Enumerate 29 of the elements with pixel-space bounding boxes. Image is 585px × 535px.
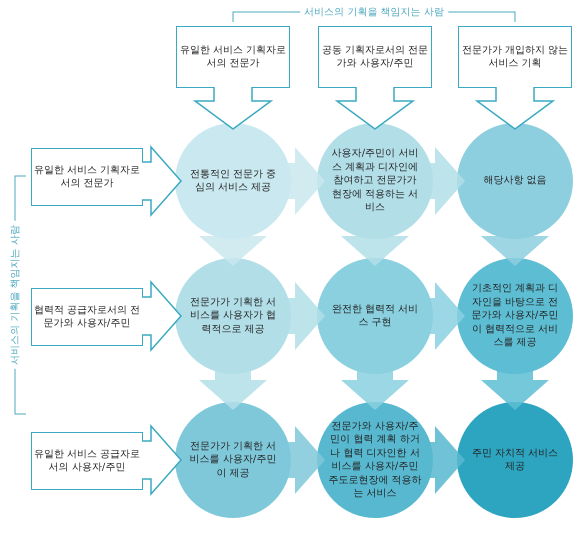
outline-arrow [474, 86, 556, 130]
box-text: 유일한 서비스 기획자로서의 전문가 [178, 44, 288, 70]
role-box [458, 26, 572, 88]
role-box [31, 148, 143, 206]
circle-text: 해당사항 없음 [483, 174, 547, 188]
outline-arrow [141, 424, 182, 496]
circle-text: 완전한 협력적 서비스 구현 [330, 302, 420, 330]
axis-heading: 서비스의 기획을 책임지는 사람 [8, 221, 22, 369]
box-text: 협력적 공급자로서의 전문가와 사용자/주민 [32, 304, 142, 330]
axis-heading: 서비스의 기획을 책임지는 사람 [300, 5, 448, 19]
outline-arrow [141, 145, 182, 217]
role-box [31, 288, 143, 346]
circle-text: 전문가가 기획한 서비스를 사용자가 협력적으로 제공 [188, 296, 278, 336]
circle-text: 전문가와 사용자/주민이 협력 계획 하거나 협력 디자인한 서비스를 사용자/주민 주도로현장에 적용하는 서비스 [327, 420, 423, 500]
box-text: 전문가가 개입하지 않는 서비스 기획 [460, 44, 570, 70]
outline-arrow [141, 280, 182, 352]
outline-arrow [192, 86, 274, 130]
circle-text: 기초적인 계획과 디자인을 바탕으로 전문가와 사용자/주민이 협력적으로 서비스를 제공 [470, 282, 560, 350]
box-text: 유일한 서비스 공급자로서의 사용자/주민 [32, 448, 142, 474]
role-box [318, 26, 432, 88]
circle-text: 주민 자치적 서비스 제공 [470, 446, 560, 474]
outline-arrow [334, 86, 416, 130]
role-box [31, 432, 143, 490]
circle-text: 사용자/주민이 서비스 계획과 디자인에 참여하고 전문가가 현장에 적용하는 서비스 [330, 147, 420, 215]
box-text: 공동 기획자로서의 전문가와 사용자/주민 [320, 44, 430, 70]
circle-text: 전문가가 기획한 서비스를 사용자/주민이 제공 [188, 440, 278, 480]
circle-text: 전통적인 전문가 중심의 서비스 제공 [188, 168, 278, 194]
box-text: 유일한 서비스 기획자로서의 전문가 [32, 164, 142, 190]
role-box [176, 26, 290, 88]
